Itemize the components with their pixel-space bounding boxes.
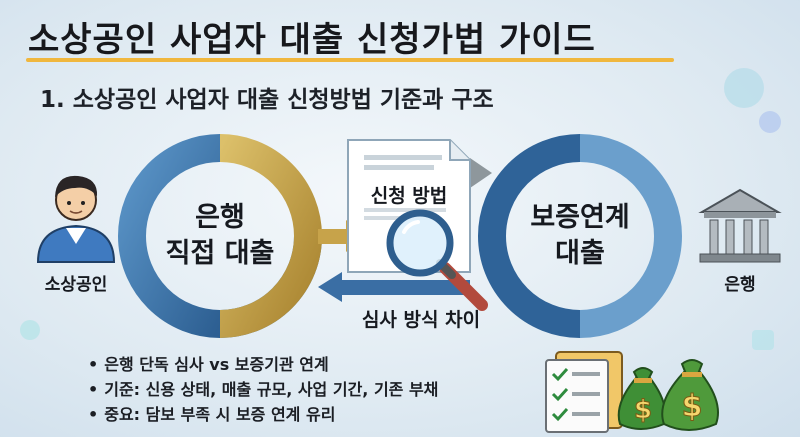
left-circle-label: 은행 직접 대출 — [150, 200, 290, 272]
title-underline — [26, 58, 674, 62]
list-item: 은행 단독 심사 vs 보증기관 연계 — [88, 352, 438, 377]
arrow-label: 심사 방식 차이 — [361, 309, 481, 331]
bank-direct-loan-ring — [118, 134, 322, 338]
money-bag-icon: $ — [617, 367, 667, 430]
svg-text:$: $ — [634, 395, 652, 425]
bank-label: 은행 — [724, 275, 756, 295]
bottom-arrow — [318, 272, 470, 302]
list-item: 중요: 담보 부족 시 보증 연계 유리 — [88, 402, 438, 427]
page-title: 소상공인 사업자 대출 신청가법 가이드 — [28, 20, 596, 60]
left-circle-line2: 직접 대출 — [165, 238, 275, 269]
checklist-icon — [545, 351, 623, 433]
decorative-bubbles — [20, 68, 781, 350]
document-label: 신청 방법 — [370, 185, 448, 207]
right-circle-line2: 대출 — [555, 238, 605, 269]
magnifier-icon — [386, 209, 488, 311]
person-icon — [36, 175, 116, 263]
guarantee-loan-ring — [478, 134, 682, 338]
money-bag-icon: $ — [661, 359, 719, 431]
page-subtitle: 1. 소상공인 사업자 대출 신청방법 기준과 구조 — [40, 87, 494, 113]
right-circle-line1: 보증연계 — [530, 202, 630, 233]
person-label: 소상공인 — [44, 275, 108, 295]
list-item: 기준: 신용 상태, 매출 규모, 사업 기간, 기존 부채 — [88, 377, 438, 402]
bullet-list: 은행 단독 심사 vs 보증기관 연계 기준: 신용 상태, 매출 규모, 사업… — [88, 352, 438, 427]
bank-icon — [698, 188, 782, 263]
left-circle-line1: 은행 — [195, 202, 245, 233]
right-circle-label: 보증연계 대출 — [505, 200, 655, 272]
svg-text:$: $ — [682, 389, 703, 424]
